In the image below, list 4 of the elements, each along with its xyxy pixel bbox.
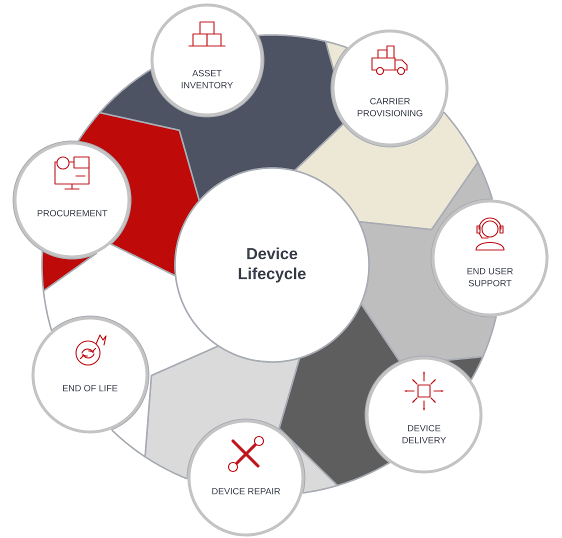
chevron-segment — [144, 345, 338, 494]
chevron-segment — [294, 40, 479, 230]
chevron-segment — [278, 302, 484, 486]
chevron-segment — [98, 34, 344, 202]
